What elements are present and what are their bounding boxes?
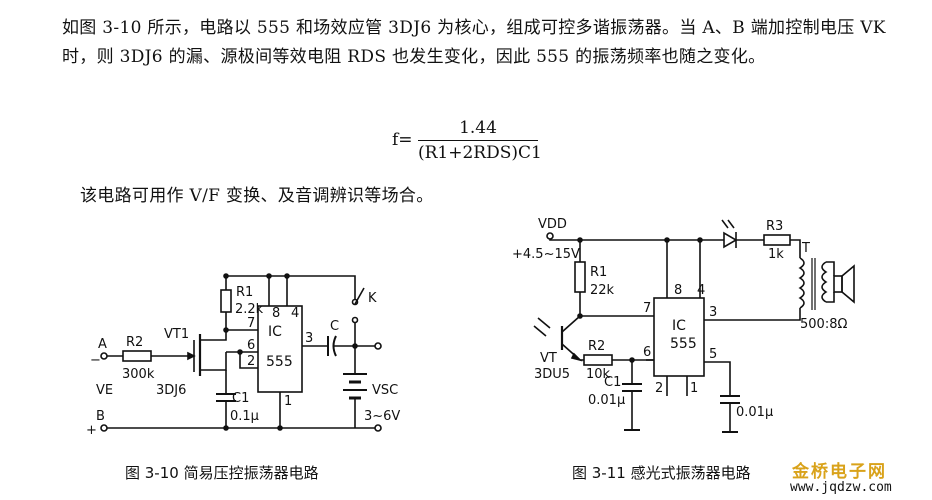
fig1-pin3: 3 bbox=[305, 331, 313, 346]
fig2-circuit bbox=[533, 219, 855, 433]
fig1-label-r2: R2 bbox=[126, 335, 143, 350]
fig1-label-c: C bbox=[330, 319, 339, 334]
watermark-url: www.jqdzw.com bbox=[790, 480, 892, 495]
fraction-bar bbox=[418, 140, 538, 141]
fig2-transformer-secondary bbox=[821, 261, 828, 303]
fig1-ic-label: IC bbox=[268, 324, 282, 340]
fig2-r3 bbox=[763, 234, 791, 246]
fig1-label-vsc-value: 3~6V bbox=[364, 409, 400, 424]
fig1-label-plus: + bbox=[86, 423, 97, 438]
fig1-r1 bbox=[220, 289, 232, 313]
fig1-label-k: K bbox=[368, 291, 377, 306]
fig1-circuit bbox=[100, 273, 382, 432]
fig1-label-fet: 3DJ6 bbox=[156, 383, 186, 398]
fig1-ic-model: 555 bbox=[266, 354, 293, 370]
fig1-pin4: 4 bbox=[291, 306, 299, 321]
fig2-label-r3-value: 1k bbox=[768, 247, 784, 262]
fig2-label-r3: R3 bbox=[766, 219, 783, 234]
fig1-label-minus: − bbox=[90, 353, 101, 368]
fig1-terminal-b bbox=[100, 424, 108, 432]
fig1-label-c1: C1 bbox=[232, 391, 249, 406]
fig2-led bbox=[723, 231, 738, 249]
fig2-ic-555 bbox=[653, 297, 705, 377]
fig2-pin7: 7 bbox=[643, 301, 651, 316]
fig2-transformer-primary bbox=[798, 257, 805, 309]
fig2-label-r1: R1 bbox=[590, 265, 607, 280]
fig1-switch-k bbox=[354, 287, 365, 305]
fig2-r2 bbox=[583, 354, 613, 366]
fig1-label-r2-value: 300k bbox=[122, 367, 155, 382]
fig2-label-t: T bbox=[801, 241, 810, 256]
fig2-pin6: 6 bbox=[643, 345, 651, 360]
fig1-label-ve: VE bbox=[96, 383, 113, 398]
fig1-label-vsc: VSC bbox=[372, 383, 398, 398]
fig1-pin1: 1 bbox=[284, 394, 292, 409]
fig2-label-r1-value: 22k bbox=[590, 283, 615, 298]
fig1-pin8: 8 bbox=[272, 306, 280, 321]
fig2-pin2: 2 bbox=[655, 381, 663, 396]
formula-numerator: 1.44 bbox=[459, 118, 497, 138]
fig1-pin7: 7 bbox=[247, 316, 255, 331]
fig2-pin3: 3 bbox=[709, 305, 717, 320]
fig1-label-r1-value: 2.2k bbox=[235, 302, 264, 317]
fig1-label-a: A bbox=[98, 337, 107, 352]
paragraph-application: 该电路可用作 V/F 变换、及音调辨识等场合。 bbox=[80, 186, 434, 206]
watermark-logo: 金桥电子网 bbox=[792, 462, 887, 482]
fig1-label-b: B bbox=[96, 409, 105, 424]
paragraph-intro: 如图 3-10 所示，电路以 555 和场效应管 3DJ6 为核心，组成可控多谐… bbox=[62, 18, 886, 67]
fig2-r1 bbox=[574, 261, 586, 293]
fig1-terminal-a bbox=[100, 352, 108, 360]
fig2-pin8: 8 bbox=[674, 283, 682, 298]
fig1-label-c1-value: 0.1μ bbox=[230, 409, 259, 424]
fig2-caption: 图 3-11 感光式振荡器电路 bbox=[572, 464, 751, 482]
fig1-r2 bbox=[122, 350, 152, 362]
fig2-ic-label: IC bbox=[672, 318, 686, 334]
fig2-ic-model: 555 bbox=[670, 336, 697, 352]
formula-denominator: (R1+2RDS)C1 bbox=[418, 143, 542, 163]
fig1-label-r1: R1 bbox=[236, 285, 253, 300]
fig2-pin1: 1 bbox=[690, 381, 698, 396]
fig2-label-vt: VT bbox=[540, 351, 557, 366]
fig2-label-r2-value: 10k bbox=[586, 367, 611, 382]
fig1-pin6: 6 bbox=[247, 338, 255, 353]
fig2-label-vrange: +4.5~15V bbox=[512, 247, 580, 262]
fig1-caption: 图 3-10 简易压控振荡器电路 bbox=[125, 464, 319, 482]
fig2-vdd-terminal bbox=[546, 232, 554, 240]
fig2-label-spk: 500:8Ω bbox=[800, 317, 847, 332]
fig2-pin4: 4 bbox=[697, 283, 705, 298]
fig1-output-terminal bbox=[374, 342, 382, 350]
formula-fraction: 1.44 (R1+2RDS)C1 bbox=[418, 118, 542, 163]
fig2-label-c1-value: 0.01μ bbox=[588, 393, 625, 408]
fig2-label-c2-value: 0.01μ bbox=[736, 405, 773, 420]
fig1-label-vt1: VT1 bbox=[164, 327, 189, 342]
formula-lhs: f= bbox=[392, 130, 413, 150]
fig2-label-r2: R2 bbox=[588, 339, 605, 354]
fig2-label-c1: C1 bbox=[604, 375, 621, 390]
fig2-label-vdd: VDD bbox=[538, 217, 567, 232]
fig1-pin2: 2 bbox=[247, 354, 255, 369]
fig2-speaker bbox=[833, 275, 843, 293]
fig2-label-vt-model: 3DU5 bbox=[534, 367, 570, 382]
fig2-pin5: 5 bbox=[709, 347, 717, 362]
